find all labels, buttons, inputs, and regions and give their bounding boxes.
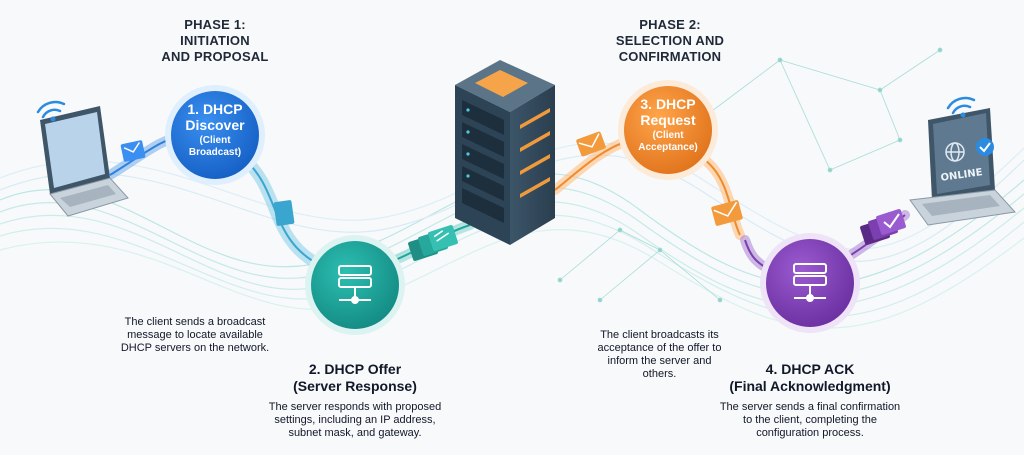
dhcp-offer-node bbox=[305, 235, 405, 335]
checkmark-icon bbox=[883, 213, 900, 229]
phase-2-line: PHASE 2: bbox=[639, 17, 701, 32]
server-rack-icon bbox=[455, 60, 555, 245]
desc-line: DHCP servers on the network. bbox=[120, 342, 270, 354]
desc-line: The client sends a broadcast bbox=[124, 316, 266, 328]
discover-node-label: 1. DHCP Discover (Client Broadcast) bbox=[171, 101, 259, 159]
request-node-label: 3. DHCP Request (Client Acceptance) bbox=[624, 96, 712, 154]
dhcp-ack-node bbox=[760, 233, 860, 333]
ack-description: The server sends a final confirmation to… bbox=[700, 401, 920, 440]
desc-line: The server sends a final confirmation bbox=[719, 401, 901, 413]
envelope-icon bbox=[120, 140, 146, 162]
desc-line: to the client, completing the bbox=[743, 414, 877, 426]
desc-line: acceptance of the offer to bbox=[597, 342, 722, 354]
dhcp-discover-node bbox=[165, 85, 265, 185]
envelope-icon bbox=[273, 200, 295, 226]
desc-line: The server responds with proposed bbox=[268, 401, 442, 413]
request-subtitle: Acceptance) bbox=[638, 142, 698, 153]
desc-line: inform the server and bbox=[607, 355, 712, 367]
discover-description: The client sends a broadcast message to … bbox=[95, 316, 295, 355]
offer-heading-line: (Server Response) bbox=[293, 378, 417, 394]
phase-1-line: INITIATION bbox=[180, 33, 250, 48]
desc-line: The client broadcasts its bbox=[600, 329, 719, 341]
phase-1-line: PHASE 1: bbox=[184, 17, 246, 32]
packet-stack-icon bbox=[408, 224, 458, 262]
ack-packet-stack-icon bbox=[860, 208, 906, 246]
network-lines bbox=[557, 47, 943, 303]
discover-subtitle: (Client bbox=[199, 135, 231, 146]
discover-title: Discover bbox=[185, 117, 245, 133]
desc-line: configuration process. bbox=[756, 427, 864, 439]
client-laptop-icon bbox=[40, 106, 129, 217]
phase-1-line: AND PROPOSAL bbox=[161, 49, 269, 64]
envelope-icon bbox=[576, 131, 606, 157]
request-description: The client broadcasts its acceptance of … bbox=[572, 329, 747, 381]
wifi-icon bbox=[36, 100, 66, 122]
ack-heading: 4. DHCP ACK (Final Acknowledgment) bbox=[715, 361, 905, 395]
desc-line: subnet mask, and gateway. bbox=[288, 427, 422, 439]
checkmark-icon bbox=[976, 138, 994, 156]
client-laptop-online-icon bbox=[909, 108, 1016, 226]
discover-title: 1. DHCP bbox=[187, 101, 243, 117]
discover-subtitle: Broadcast) bbox=[188, 147, 242, 158]
request-title: Request bbox=[640, 112, 696, 128]
offer-description: The server responds with proposed settin… bbox=[252, 401, 458, 440]
request-subtitle: (Client bbox=[652, 130, 684, 141]
offer-heading-line: 2. DHCP Offer bbox=[308, 361, 402, 377]
ack-heading-line: (Final Acknowledgment) bbox=[729, 378, 891, 394]
offer-heading: 2. DHCP Offer (Server Response) bbox=[270, 361, 440, 395]
phase-2-heading: PHASE 2: SELECTION AND CONFIRMATION bbox=[600, 17, 740, 65]
desc-line: others. bbox=[642, 368, 677, 380]
desc-line: message to locate available bbox=[127, 329, 263, 341]
phase-2-line: SELECTION AND bbox=[615, 33, 725, 48]
globe-icon bbox=[945, 142, 965, 162]
desc-line: settings, including an IP address, bbox=[274, 414, 436, 426]
request-title: 3. DHCP bbox=[640, 96, 696, 112]
dhcp-request-node bbox=[618, 80, 718, 180]
server-icon bbox=[793, 263, 827, 302]
ack-heading-line: 4. DHCP ACK bbox=[765, 361, 855, 377]
envelope-icon bbox=[711, 200, 743, 226]
wifi-icon bbox=[946, 96, 976, 118]
phase-1-heading: PHASE 1: INITIATION AND PROPOSAL bbox=[150, 17, 280, 65]
phase-2-line: CONFIRMATION bbox=[618, 49, 722, 64]
server-icon bbox=[338, 265, 372, 304]
